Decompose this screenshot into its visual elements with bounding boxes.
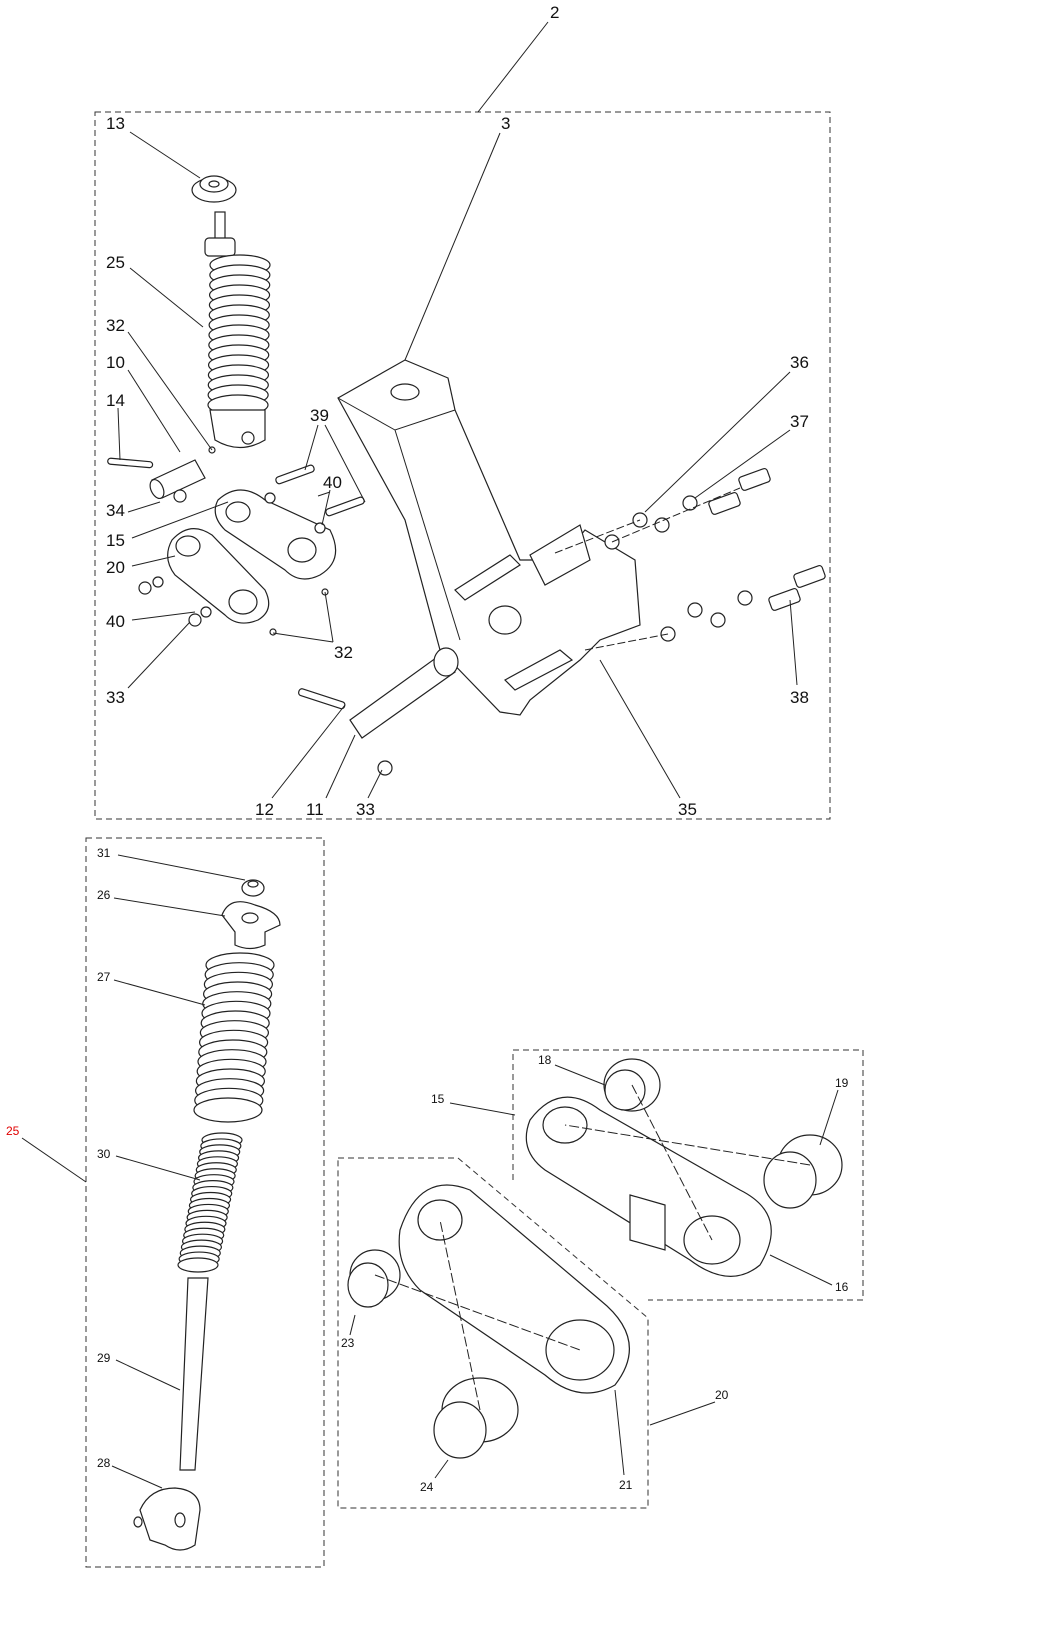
callout-25-red: 25 <box>6 1124 20 1138</box>
leader-lines <box>21 21 839 1489</box>
callout-39: 39 <box>310 406 329 425</box>
part-3-frame <box>337 359 641 716</box>
part-15-arm <box>214 489 337 580</box>
part-33-nut <box>188 613 202 627</box>
callout-10: 10 <box>106 353 125 372</box>
callout-30: 30 <box>97 1147 111 1161</box>
part-washer <box>152 576 164 588</box>
part-20-arm <box>167 528 270 624</box>
part-13-nut <box>191 175 237 203</box>
callout-37: 37 <box>790 412 809 431</box>
callout-11: 11 <box>306 800 324 819</box>
callout-24: 24 <box>420 1480 434 1494</box>
callout-23: 23 <box>341 1336 355 1350</box>
callouts-bottom: 31 26 27 30 29 28 25 18 19 15 16 23 20 2… <box>6 846 849 1494</box>
callout-15: 15 <box>106 531 125 550</box>
part-32-nipple <box>269 628 277 636</box>
callout-40b: 40 <box>323 473 342 492</box>
callout-33b: 33 <box>356 800 375 819</box>
part-28-eye <box>133 1487 201 1551</box>
coil-turn <box>177 1257 219 1273</box>
part-39-bolt <box>275 464 315 485</box>
callout-19: 19 <box>835 1076 849 1090</box>
part-40-washer <box>314 522 326 534</box>
callout-36: 36 <box>790 353 809 372</box>
assembly-box-25 <box>85 837 325 1568</box>
part-40-washer <box>200 606 212 618</box>
part-25-shock <box>204 211 271 449</box>
bushings <box>347 1058 843 1459</box>
callout-12: 12 <box>255 800 274 819</box>
part-29-rod <box>179 1277 209 1471</box>
part-30-spring <box>177 1132 243 1273</box>
callout-14: 14 <box>106 391 125 410</box>
callout-25: 25 <box>106 253 125 272</box>
part-nut <box>138 581 152 595</box>
callout-26: 26 <box>97 888 111 902</box>
callout-20: 20 <box>715 1388 729 1402</box>
part-34-nut <box>173 489 187 503</box>
fasteners-38 <box>660 564 826 642</box>
callout-40: 40 <box>106 612 125 631</box>
callout-38: 38 <box>790 688 809 707</box>
fasteners-36-37 <box>604 467 771 550</box>
callout-15: 15 <box>431 1092 445 1106</box>
callout-18: 18 <box>538 1053 552 1067</box>
callout-20: 20 <box>106 558 125 577</box>
callout-32: 32 <box>106 316 125 335</box>
callout-28: 28 <box>97 1456 111 1470</box>
part-31-nut <box>241 879 265 897</box>
assembly-box-20 <box>337 1157 649 1509</box>
part-27-spring <box>193 952 275 1123</box>
callout-2: 2 <box>550 3 559 22</box>
part-26-cap <box>221 901 281 950</box>
callout-32b: 32 <box>334 643 353 662</box>
callout-27: 27 <box>97 970 111 984</box>
callout-16: 16 <box>835 1280 849 1294</box>
part-16-arm <box>525 1096 772 1277</box>
coil-turn <box>193 1097 263 1123</box>
callouts-top: 2 3 13 25 32 10 14 34 15 20 40 33 39 40 … <box>106 3 809 819</box>
part-11-pin <box>349 647 459 739</box>
part-40-washer <box>264 492 276 504</box>
callout-29: 29 <box>97 1351 111 1365</box>
part-10-sleeve <box>149 459 206 500</box>
callout-31: 31 <box>97 846 111 860</box>
callout-34: 34 <box>106 501 125 520</box>
callout-21: 21 <box>619 1478 633 1492</box>
callout-13: 13 <box>106 114 125 133</box>
assembly-box-15 <box>512 1049 864 1301</box>
part-14-pin <box>107 457 154 469</box>
assembly-box-2 <box>94 111 831 820</box>
callout-33: 33 <box>106 688 125 707</box>
part-39-bolt <box>325 496 365 517</box>
callout-35: 35 <box>678 800 697 819</box>
part-12-bolt <box>298 688 346 710</box>
callout-3: 3 <box>501 114 510 133</box>
part-21-arm <box>398 1184 630 1394</box>
